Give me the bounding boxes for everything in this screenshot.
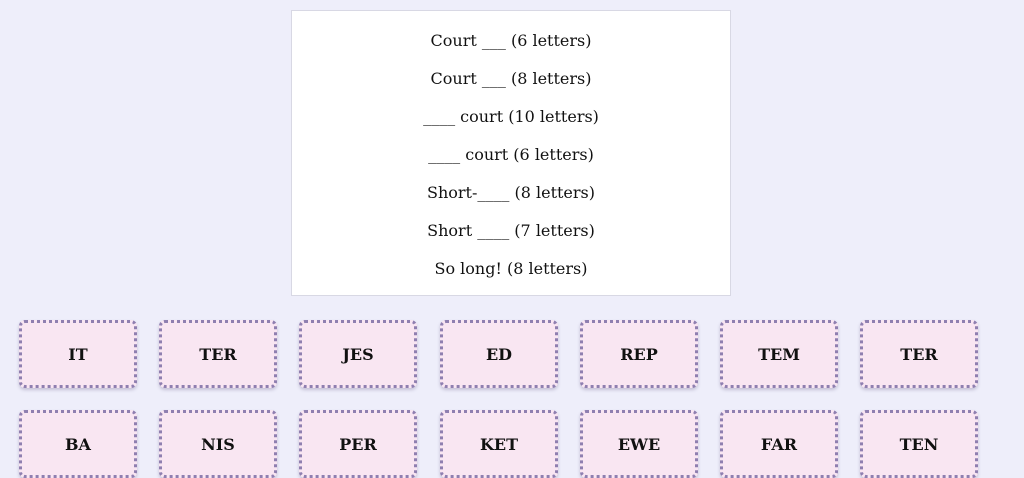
tile-1-6[interactable]: TEM [720, 320, 838, 388]
clue-4: ____ court (6 letters) [428, 145, 594, 164]
tile-1-5[interactable]: REP [580, 320, 698, 388]
tile-2-2[interactable]: NIS [159, 410, 277, 478]
tile-2-3[interactable]: PER [299, 410, 417, 478]
tile-2-1[interactable]: BA [19, 410, 137, 478]
tile-2-4[interactable]: KET [440, 410, 558, 478]
clue-1: Court ___ (6 letters) [430, 31, 592, 50]
tile-2-6[interactable]: FAR [720, 410, 838, 478]
tile-2-5[interactable]: EWE [580, 410, 698, 478]
clue-5: Short-____ (8 letters) [427, 183, 595, 202]
clue-3: ____ court (10 letters) [423, 107, 599, 126]
tile-2-7[interactable]: TEN [860, 410, 978, 478]
clue-panel: Court ___ (6 letters) Court ___ (8 lette… [291, 10, 731, 296]
tile-1-7[interactable]: TER [860, 320, 978, 388]
tile-1-4[interactable]: ED [440, 320, 558, 388]
tile-1-2[interactable]: TER [159, 320, 277, 388]
tile-1-3[interactable]: JES [299, 320, 417, 388]
tile-1-1[interactable]: IT [19, 320, 137, 388]
clue-2: Court ___ (8 letters) [430, 69, 592, 88]
clue-7: So long! (8 letters) [434, 259, 588, 278]
clue-6: Short ____ (7 letters) [427, 221, 595, 240]
